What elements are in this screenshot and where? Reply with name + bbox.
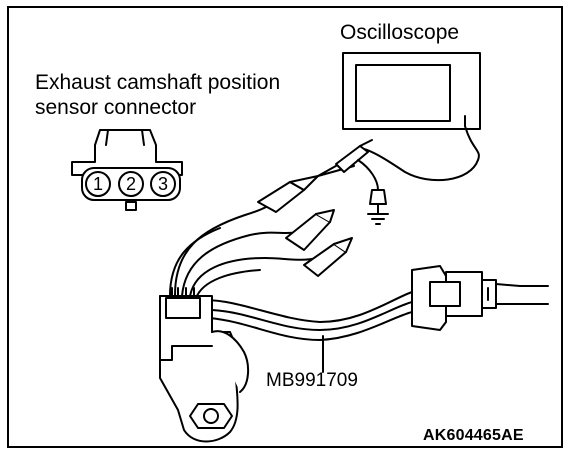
tool-label: MB991709	[266, 370, 358, 391]
oscilloscope	[342, 52, 481, 182]
pin-1	[85, 171, 111, 197]
test-harness-cable	[204, 291, 413, 341]
diagram-frame	[7, 6, 563, 448]
pin-3	[150, 171, 176, 197]
inline-connector	[411, 265, 549, 331]
pin-2	[118, 171, 144, 197]
camshaft-sensor	[159, 287, 250, 443]
figure-code: AK604465AE	[423, 427, 524, 444]
connector-label-line2: sensor connector	[35, 96, 197, 119]
probe-and-ground	[335, 139, 389, 225]
oscilloscope-label: Oscilloscope	[340, 21, 460, 44]
sensor-connector-face	[71, 129, 183, 211]
connector-label-line1: Exhaust camshaft position	[35, 71, 281, 94]
harness-wires	[169, 195, 319, 299]
